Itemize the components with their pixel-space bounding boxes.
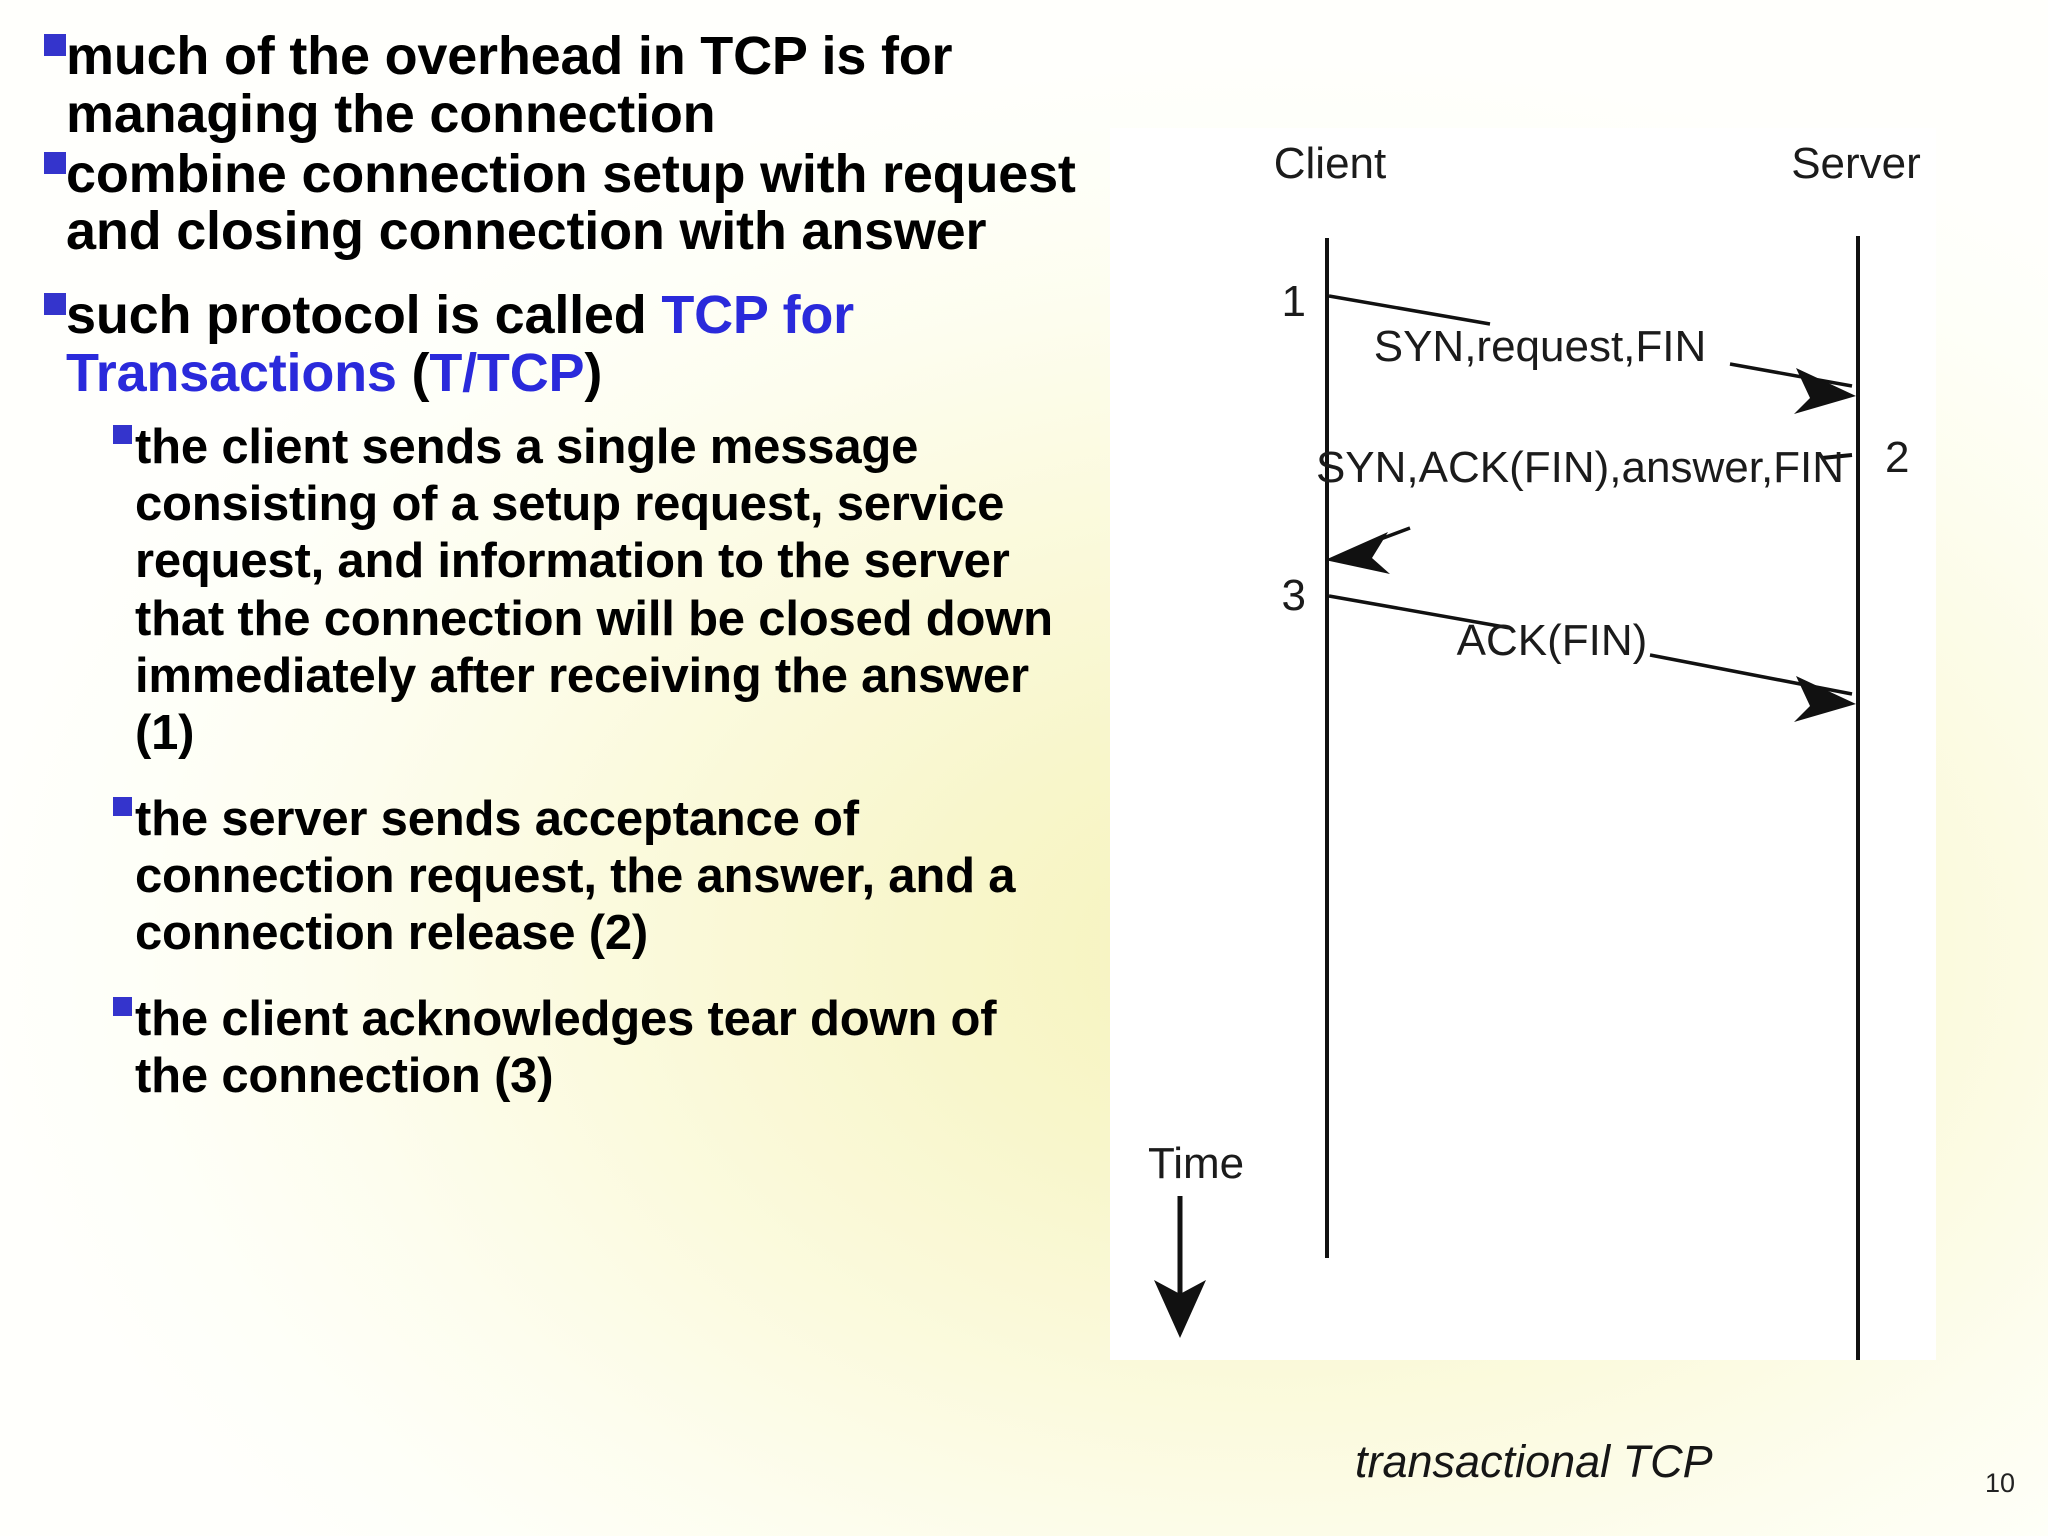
- bullet-text: the client sends a single message consis…: [135, 419, 1053, 761]
- step-marker-1: 1: [1282, 277, 1306, 326]
- bullet-text: such protocol is called TCP for Transact…: [66, 285, 1126, 403]
- bullet-text: much of the overhead in TCP is for manag…: [66, 26, 953, 144]
- message-3-arrowhead: [1794, 676, 1856, 722]
- server-label: Server: [1791, 139, 1921, 188]
- bullet-text-segment: such protocol is called: [66, 285, 662, 346]
- sequence-diagram: Client Server 1 2 3 SYN,request,FIN SYN,…: [1110, 128, 1936, 1360]
- bullet-square-icon: [0, 796, 135, 816]
- message-1-line-a: [1328, 294, 1491, 326]
- bullet-item-1: much of the overhead in TCP is for manag…: [0, 26, 1135, 144]
- bullet-item-3: such protocol is called TCP for Transact…: [0, 285, 1135, 403]
- message-3-line-a: [1328, 594, 1511, 630]
- bullet-item-4: the client sends a single message consis…: [0, 419, 1135, 763]
- bullet-item-6: the client acknowledges tear down of the…: [0, 991, 1135, 1106]
- message-2-label: SYN,ACK(FIN),answer,FIN: [1316, 443, 1844, 492]
- time-arrowhead: [1154, 1280, 1206, 1338]
- bullet-text-segment: ): [584, 342, 603, 403]
- message-1-label: SYN,request,FIN: [1374, 322, 1707, 371]
- bullet-square-icon: [0, 996, 135, 1016]
- client-label: Client: [1274, 139, 1387, 188]
- figure-caption: transactional TCP: [1355, 1436, 1713, 1487]
- step-2-tick: [1821, 453, 1853, 460]
- bullet-text: combine connection setup with request an…: [66, 143, 1076, 262]
- page-number: 10: [1985, 1468, 2016, 1498]
- message-1-line-b: [1729, 362, 1853, 388]
- bullet-text: the server sends acceptance of connectio…: [135, 791, 1016, 961]
- bullet-text-segment: (: [396, 342, 430, 403]
- bullet-item-2: combine connection setup with request an…: [0, 143, 1135, 262]
- bullet-list: much of the overhead in TCP is for manag…: [0, 26, 1135, 1107]
- bullet-text: the client acknowledges tear down of the…: [135, 991, 997, 1103]
- bullet-square-icon: [0, 151, 66, 174]
- step-marker-2: 2: [1885, 433, 1909, 482]
- bullet-square-icon: [0, 293, 66, 316]
- bullet-item-5: the server sends acceptance of connectio…: [0, 791, 1135, 963]
- step-marker-3: 3: [1282, 571, 1306, 620]
- sequence-diagram-canvas: Client Server 1 2 3 SYN,request,FIN SYN,…: [1148, 139, 1921, 1360]
- time-label: Time: [1148, 1139, 1244, 1188]
- bullet-square-icon: [0, 424, 135, 444]
- bullet-text-segment-accent: TCP for Transactions: [66, 285, 854, 403]
- message-1-arrowhead: [1794, 368, 1856, 414]
- bullet-square-icon: [0, 34, 66, 57]
- message-2-arrowhead: [1325, 532, 1390, 574]
- bullet-text-segment-accent: T/TCP: [429, 342, 585, 403]
- message-3-label: ACK(FIN): [1457, 616, 1648, 665]
